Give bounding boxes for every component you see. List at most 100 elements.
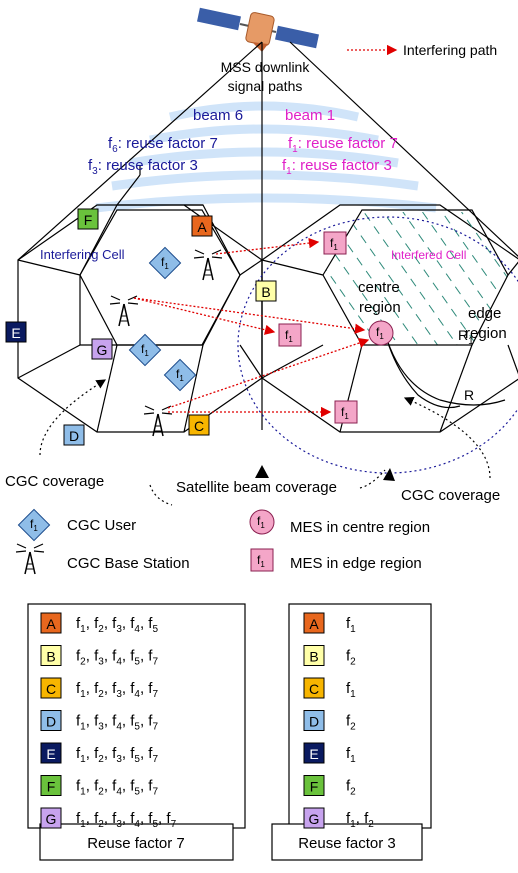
cell-color-swatch (40, 677, 62, 699)
cell-letter: C (309, 681, 319, 697)
frequency-list: f1 (346, 680, 356, 700)
beam1-reuse3: f1: reuse factor 3 (282, 157, 392, 177)
cell-letter: D (46, 714, 56, 730)
interfered-hex-cluster (261, 204, 518, 433)
reuse3-caption: Reuse factor 3 (298, 835, 396, 852)
cell-letter: F (310, 779, 319, 795)
mes-edge-icon: f1 (323, 231, 347, 255)
cgc-user-icon: f1 (128, 333, 162, 367)
cell-color-swatch (303, 645, 325, 666)
coverage-pointers (39, 379, 491, 506)
r1-label: R1 (458, 327, 474, 347)
svg-text:CGC User: CGC User (67, 517, 136, 534)
svg-text:A: A (197, 219, 207, 235)
cell-box-D: D (63, 424, 85, 446)
svg-text:f1: f1 (257, 553, 265, 569)
interfered-cell-label: Interfered Cell (391, 248, 466, 262)
svg-text:f1: f1 (161, 255, 169, 271)
cell-color-swatch (303, 807, 325, 829)
frequency-list: f1 (346, 615, 356, 635)
cgc-coverage-right-label: CGC coverage (401, 487, 500, 504)
cell-color-swatch (40, 775, 62, 796)
svg-text:D: D (69, 428, 79, 444)
frequency-list: f1, f2 (346, 810, 374, 830)
cell-letter: B (46, 649, 55, 665)
frequency-list: f2 (346, 713, 356, 733)
satellite-coverage-arrow-icon (255, 465, 269, 478)
cgc-coverage-left-label: CGC coverage (5, 473, 104, 490)
interfering-cell-label: Interfering Cell (40, 247, 125, 262)
cell-color-swatch (40, 645, 62, 666)
r-label: R (464, 387, 474, 403)
title-line1: MSS downlink (221, 59, 311, 75)
cgc-base-station-icon (193, 249, 223, 281)
title-line2: signal paths (228, 78, 303, 94)
beam6-label: beam 6 (193, 107, 243, 124)
cgc-user-icon: f1 (17, 508, 51, 542)
svg-text:CGC Base Station: CGC Base Station (67, 555, 190, 572)
mes-centre-icon: f1 (249, 509, 275, 535)
cell-letter: A (309, 616, 319, 632)
interfering-paths (133, 237, 370, 418)
reuse7-caption: Reuse factor 7 (87, 835, 185, 852)
cell-color-swatch (303, 612, 325, 634)
centre-region-label-2: region (359, 299, 401, 316)
cell-color-swatch (303, 742, 325, 764)
cell-letter: E (309, 746, 318, 762)
beam6-reuse7: f6: reuse factor 7 (108, 135, 218, 155)
frequency-list: f1, f2, f4, f5, f7 (76, 778, 158, 798)
cgc-user-icon: f1 (148, 246, 182, 280)
mes-edge-icon: f1 (250, 548, 274, 572)
svg-text:f1: f1 (341, 405, 349, 421)
cell-color-swatch (40, 742, 62, 764)
svg-text:f1: f1 (30, 517, 38, 533)
cell-color-swatch (40, 807, 62, 829)
frequency-list: f1 (346, 745, 356, 765)
beam1-reuse7: f1: reuse factor 7 (288, 135, 398, 155)
centre-region-label-1: centre (358, 279, 400, 296)
cell-letter: G (309, 811, 320, 827)
mes-edge-icon: f1 (278, 323, 302, 347)
svg-text:C: C (194, 418, 204, 434)
frequency-list: f1, f2, f3, f5, f7 (76, 745, 158, 765)
mes-edge-icon: f1 (334, 400, 358, 424)
edge-region-label-2: region (465, 325, 507, 342)
svg-text:G: G (97, 342, 108, 358)
cell-letter: B (309, 649, 318, 665)
frequency-list: f2 (346, 648, 356, 668)
cgc-base-station-icon (15, 543, 45, 575)
cell-color-swatch (40, 612, 62, 634)
cgc-user-icon: f1 (163, 358, 197, 392)
svg-text:f1: f1 (176, 367, 184, 383)
svg-text:MES in centre region: MES in centre region (290, 519, 430, 536)
radius-markers: R1 R (384, 327, 506, 409)
svg-text:B: B (261, 284, 270, 300)
frequency-list: f1, f2, f3, f4, f5 (76, 615, 158, 635)
satellite-coverage-label: Satellite beam coverage (176, 479, 337, 496)
legend-cgc-base-station: CGC Base Station (15, 543, 190, 575)
cell-letter: C (46, 681, 56, 697)
svg-text:f1: f1 (330, 236, 338, 252)
cell-box-A: A (191, 215, 213, 237)
svg-text:E: E (11, 325, 20, 341)
satellite-icon (197, 7, 319, 52)
svg-text:MES in edge region: MES in edge region (290, 555, 422, 572)
legend-mes-edge: f1 MES in edge region (250, 548, 422, 572)
frequency-list: f1, f3, f4, f5, f7 (76, 713, 158, 733)
cell-letter: F (47, 779, 56, 795)
cell-letter: D (309, 714, 319, 730)
cell-letter: G (46, 811, 57, 827)
frequency-list: f2, f3, f4, f5, f7 (76, 648, 158, 668)
